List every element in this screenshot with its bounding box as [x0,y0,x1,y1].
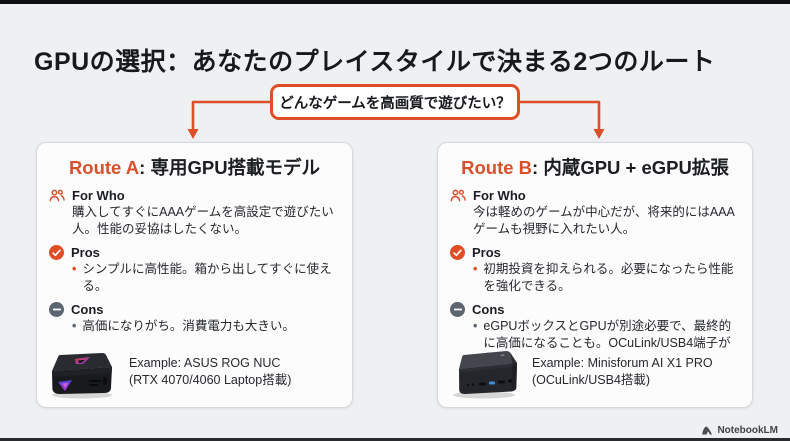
route-b-title-prefix: Route B [461,157,533,178]
notebooklm-brand-label: NotebookLM [717,425,778,436]
cons-bullet-dot: • [473,319,478,333]
decision-question-box: どんなゲームを高画質で遊びたい？ [270,84,520,120]
route-a-title: Route A: 専用GPU搭載モデル [45,154,344,180]
pros-bullet-dot: • [473,262,478,276]
pros-bullet-dot: • [72,262,77,276]
route-a-card: Route A: 専用GPU搭載モデル For Who 購入してすぐにAAAゲー… [36,142,353,408]
route-b-cons-section: Cons • eGPUボックスとGPUが別途必要で、最終的に高価になることも。O… [450,302,742,368]
check-circle-icon [49,245,64,260]
cons-label: Cons [71,302,104,317]
route-b-example-text: Example: Minisforum AI X1 PRO (OCuLink/U… [532,355,713,389]
notebooklm-logo-icon [702,426,713,435]
route-b-cons-text: eGPUボックスとGPUが別途必要で、最終的に高価になることも。OCuLink/… [483,319,732,366]
top-edge-bar [0,0,790,4]
route-a-example-row: Example: ASUS ROG NUC (RTX 4070/4060 Lap… [45,344,346,400]
route-b-pros-section: Pros • 初期投資を抑えられる。必要になったら性能を強化できる。 [450,245,742,294]
route-a-title-rest: : 専用GPU搭載モデル [139,157,321,178]
route-b-title: Route B: 内蔵GPU + eGPU拡張 [446,154,744,180]
route-b-example-line2: (OCuLink/USB4搭載) [532,373,651,387]
route-b-card: Route B: 内蔵GPU + eGPU拡張 For Who 今は軽めのゲーム… [437,142,753,408]
cons-bullet-dot: • [72,319,77,333]
route-b-example-row: Example: Minisforum AI X1 PRO (OCuLink/U… [446,344,746,400]
route-a-example-line2: (RTX 4070/4060 Laptop搭載) [129,373,292,387]
for-who-label: For Who [473,188,526,203]
for-who-label: For Who [72,188,125,203]
asus-rog-nuc-image [52,353,112,399]
route-a-cons-section: Cons • 高価になりがち。消費電力も大きい。 [49,302,342,335]
minus-circle-icon [49,302,64,317]
route-a-for-who-section: For Who 購入してすぐにAAAゲームを高設定で遊びたい人。性能の妥協はした… [49,188,342,237]
route-a-for-who-text: 購入してすぐにAAAゲームを高設定で遊びたい人。性能の妥協はしたくない。 [72,205,334,236]
check-circle-icon [450,245,465,260]
notebooklm-brand: NotebookLM [701,425,778,436]
route-b-for-who-text: 今は軽めのゲームが中心だが、将来的にはAAAゲームも視野に入れたい人。 [473,205,735,236]
pros-label: Pros [472,245,501,260]
page-title: GPUの選択：あなたのプレイスタイルで決まる2つのルート [34,47,716,76]
pros-label: Pros [71,245,100,260]
route-b-for-who-section: For Who 今は軽めのゲームが中心だが、将来的にはAAAゲームも視野に入れた… [450,188,742,237]
users-icon [49,189,65,202]
decision-question-label: どんなゲームを高画質で遊びたい？ [279,95,511,112]
route-b-pros-text: 初期投資を抑えられる。必要になったら性能を強化できる。 [483,262,734,293]
route-b-title-rest: : 内蔵GPU + eGPU拡張 [532,157,729,178]
bottom-edge-bar [0,438,790,441]
route-a-pros-text: シンプルに高性能。箱から出してすぐに使える。 [82,262,332,293]
minus-circle-icon [450,302,465,317]
minisforum-image [453,351,517,399]
route-a-title-prefix: Route A [68,157,140,178]
route-b-example-line1: Example: Minisforum AI X1 PRO [532,356,713,371]
route-a-pros-section: Pros • シンプルに高性能。箱から出してすぐに使える。 [49,245,342,294]
route-a-cons-text: 高価になりがち。消費電力も大きい。 [82,319,295,333]
cons-label: Cons [472,302,505,317]
users-icon [450,189,466,202]
route-a-example-text: Example: ASUS ROG NUC (RTX 4070/4060 Lap… [129,355,291,389]
route-a-example-line1: Example: ASUS ROG NUC [129,356,281,371]
